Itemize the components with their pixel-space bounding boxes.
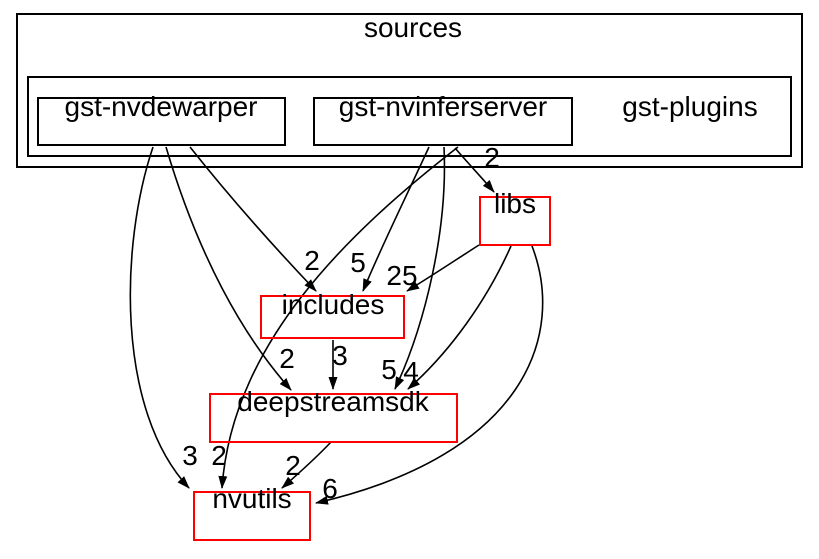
- node-includes-label: includes: [281, 289, 385, 320]
- edge-label-libs-includes[interactable]: 25: [386, 260, 418, 291]
- cluster-gst-plugins-label: gst-plugins: [622, 91, 758, 122]
- node-includes[interactable]: [260, 295, 405, 339]
- node-gst-nvdewarper-label: gst-nvdewarper: [64, 91, 258, 122]
- edge-label-gst-nvdewarper-includes[interactable]: 2: [304, 245, 320, 276]
- edge-label-gst-nvinferserver-nvutils[interactable]: 2: [211, 440, 227, 471]
- edge-label-gst-nvdewarper-nvutils[interactable]: 3: [182, 440, 198, 471]
- node-nvutils-label: nvutils: [212, 483, 292, 514]
- edge-gst-nvdewarper-deepstreamsdk: [165, 146, 292, 391]
- edge-label-deepstreamsdk-nvutils[interactable]: 2: [285, 450, 301, 481]
- node-deepstreamsdk-label: deepstreamsdk: [237, 386, 429, 417]
- edge-label-gst-nvinferserver-libs[interactable]: 2: [484, 142, 500, 173]
- edge-libs-nvutils: [315, 245, 544, 505]
- edge-deepstreamsdk-nvutils: [281, 441, 332, 489]
- node-gst-nvinferserver-label: gst-nvinferserver: [338, 91, 548, 122]
- node-libs-label: libs: [493, 188, 537, 219]
- edge-label-libs-deepstreamsdk[interactable]: 4: [403, 356, 419, 387]
- edge-libs-includes: [406, 244, 480, 292]
- edge-label-gst-nvdewarper-deepstreamsdk[interactable]: 2: [279, 343, 295, 374]
- node-gst-nvinferserver[interactable]: [313, 97, 573, 146]
- node-deepstreamsdk[interactable]: [209, 393, 458, 443]
- cluster-sources: [16, 13, 803, 168]
- node-nvutils[interactable]: [193, 491, 311, 541]
- edge-label-libs-nvutils[interactable]: 6: [322, 473, 338, 504]
- edge-label-gst-nvinferserver-deepstreamsdk[interactable]: 5: [381, 354, 397, 385]
- edge-gst-nvdewarper-includes: [189, 146, 317, 292]
- edge-gst-nvdewarper-nvutils: [129, 146, 190, 489]
- edge-libs-deepstreamsdk: [407, 245, 512, 390]
- edge-label-gst-nvinferserver-includes[interactable]: 5: [350, 247, 366, 278]
- edge-label-includes-deepstreamsdk[interactable]: 3: [332, 340, 348, 371]
- node-gst-nvdewarper[interactable]: [37, 97, 286, 146]
- edge-gst-nvinferserver-deepstreamsdk: [394, 146, 446, 390]
- cluster-sources-label: sources: [363, 12, 463, 43]
- node-libs[interactable]: [479, 196, 551, 246]
- edge-gst-nvinferserver-libs: [454, 147, 495, 193]
- cluster-gst-plugins: [27, 76, 792, 157]
- edge-gst-nvinferserver-includes: [362, 146, 430, 292]
